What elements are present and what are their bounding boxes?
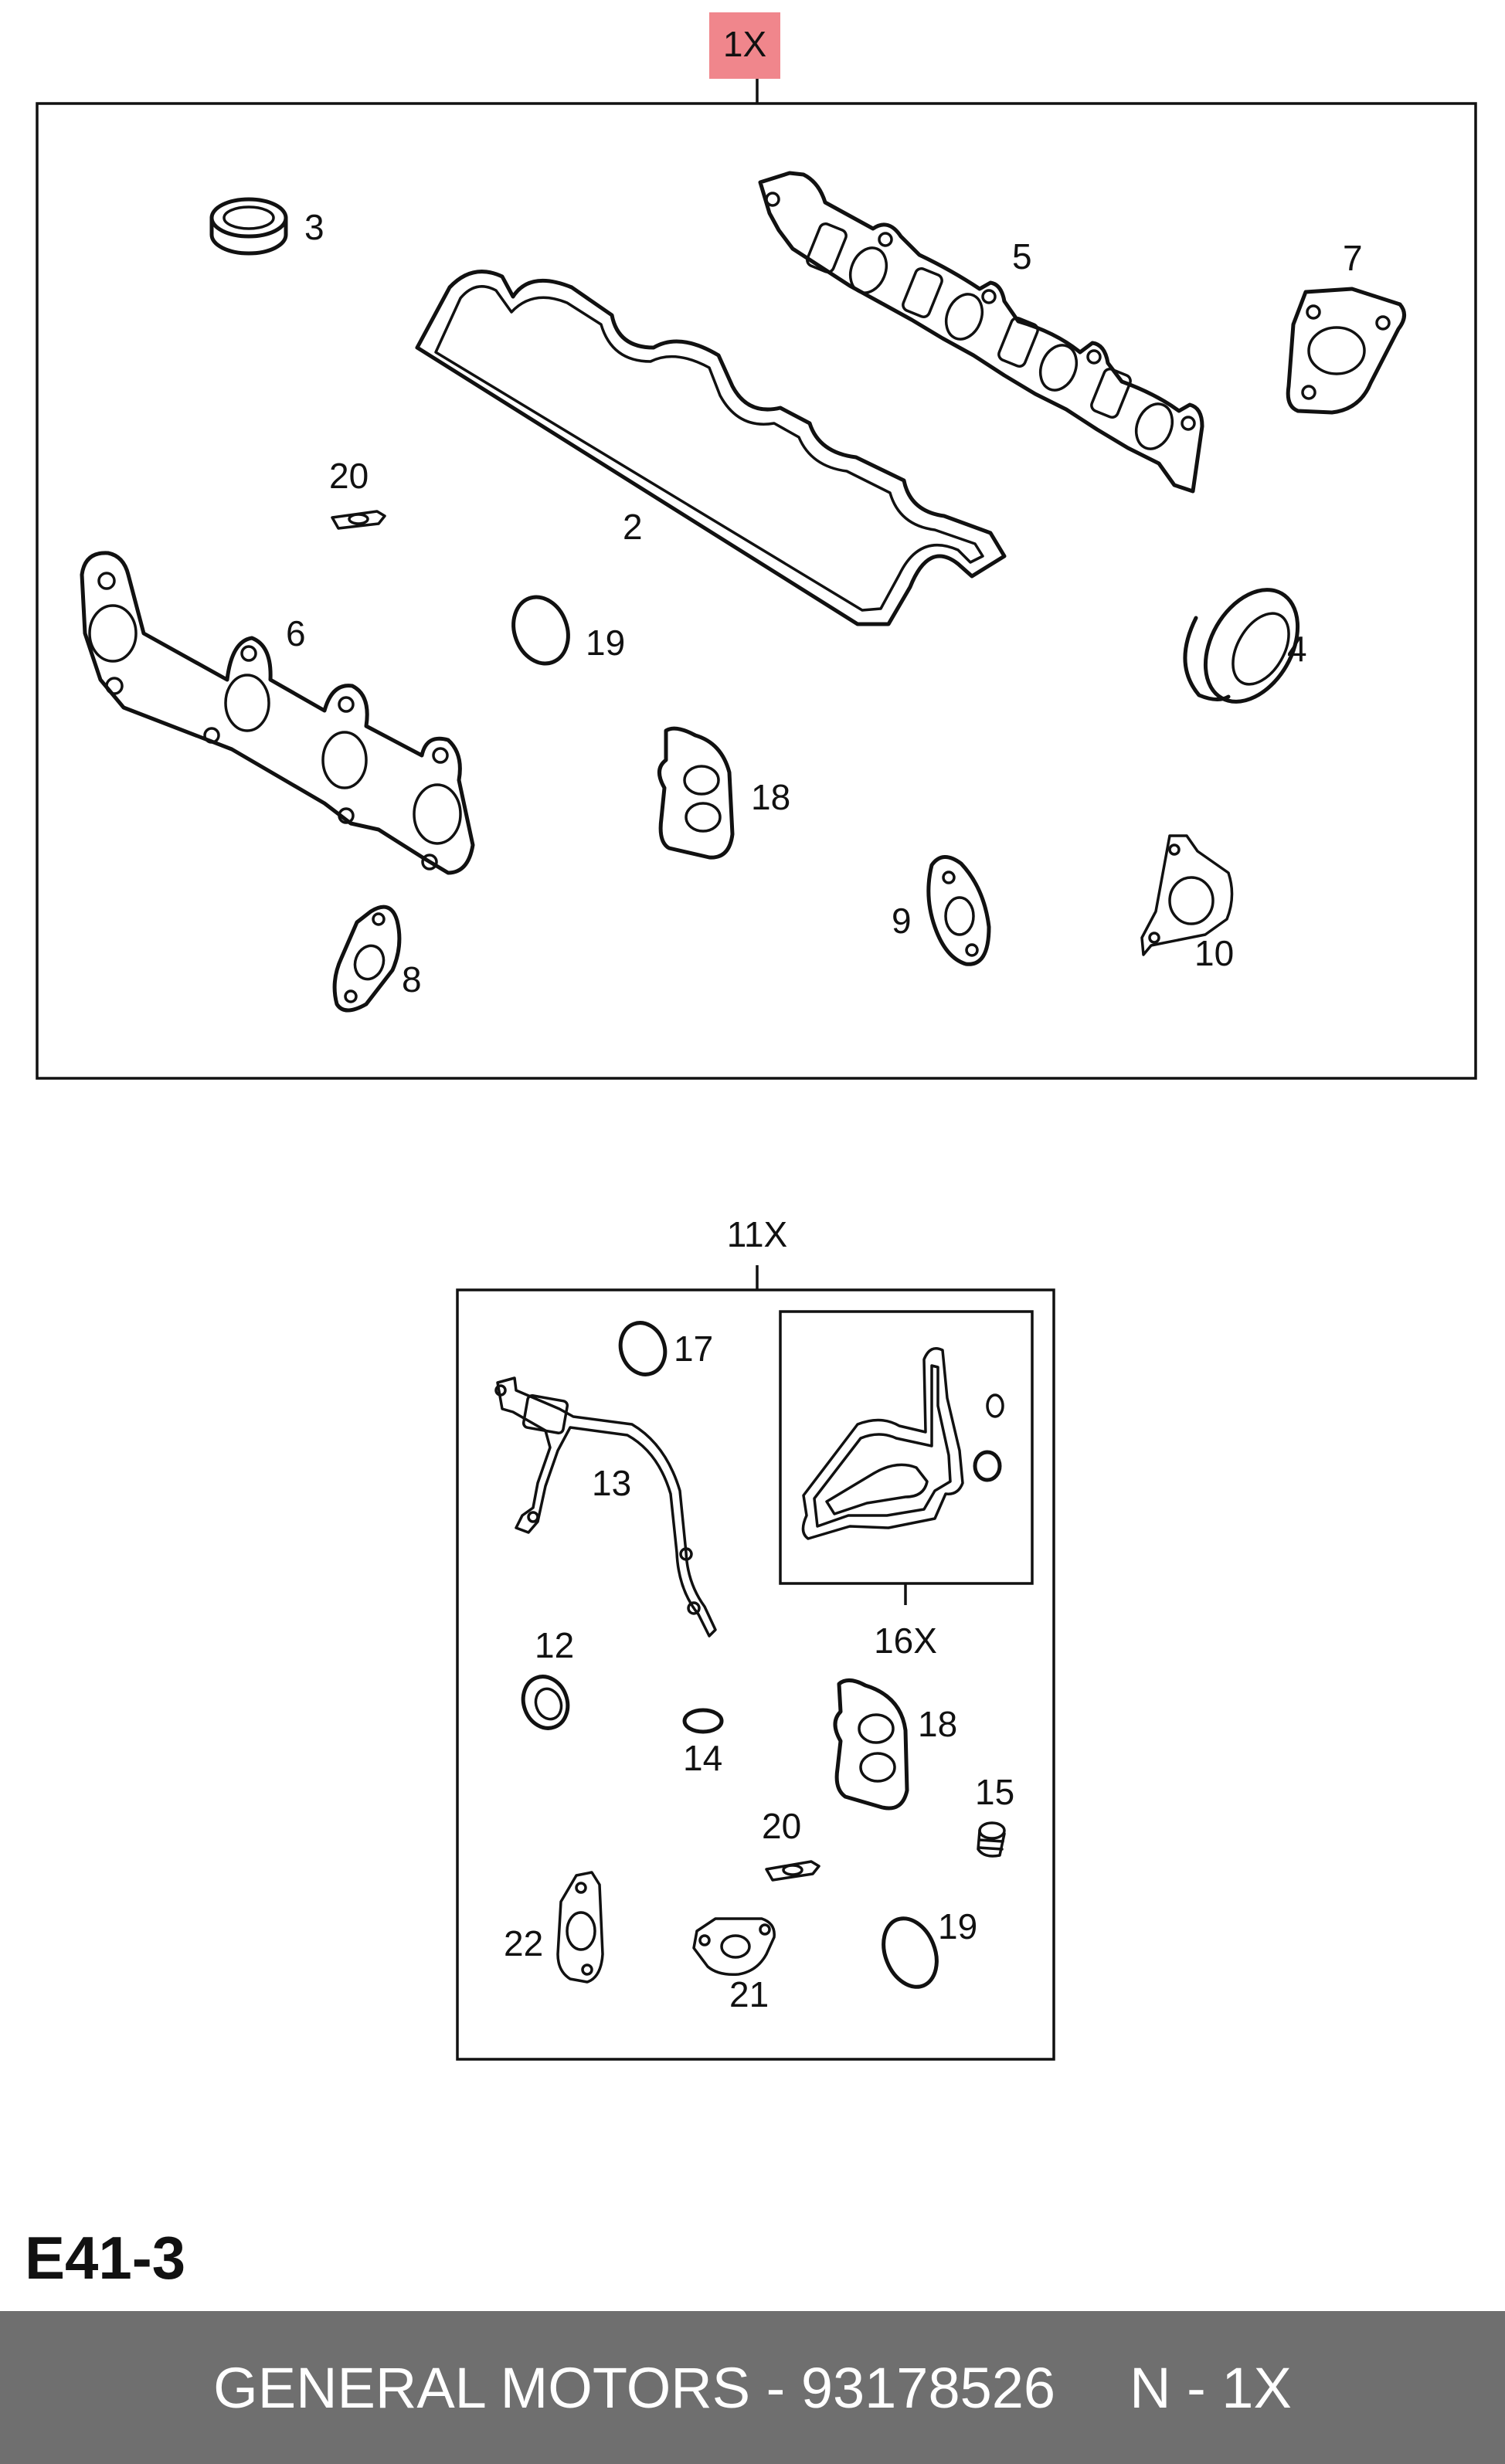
part-21-label: 21	[729, 1974, 769, 2014]
part-10-gasket	[1140, 834, 1234, 956]
part-14-label: 14	[683, 1738, 722, 1778]
part-19-label-sub: 19	[938, 1906, 977, 1946]
footer-quantity: N - 1X	[1130, 2355, 1292, 2420]
part-4-shaft-seal	[1183, 588, 1300, 704]
part-12-label: 12	[535, 1625, 574, 1665]
part-10-label: 10	[1194, 933, 1234, 973]
inner-kit-frame	[779, 1310, 1034, 1585]
sub-kit-frame	[456, 1288, 1055, 2061]
part-6-exhaust-manifold-gasket	[80, 551, 475, 875]
part-19-o-ring	[511, 595, 570, 666]
footer-bar: GENERAL MOTORS - 93178526 N - 1X	[0, 2311, 1505, 2464]
part-7-flange-gasket	[1286, 287, 1406, 415]
part-19-o-ring-sub	[882, 1916, 939, 1989]
inner-kit-label: 16X	[874, 1621, 937, 1661]
part-22-label: 22	[504, 1923, 543, 1963]
part-17-o-ring	[618, 1321, 668, 1376]
part-18-label-sub: 18	[918, 1704, 957, 1744]
part-22-gasket	[556, 1871, 604, 1984]
part-2-label: 2	[623, 507, 643, 547]
part-19-label: 19	[586, 623, 625, 663]
part-2-valve-cover-gasket	[415, 270, 1007, 626]
page-code: E41-3	[25, 2224, 186, 2292]
part-9-gasket	[926, 855, 991, 966]
part-20-small-gasket	[331, 510, 386, 530]
main-kit-label: 1X	[723, 24, 766, 64]
part-13-label: 13	[592, 1463, 631, 1503]
part-15-label: 15	[975, 1772, 1014, 1812]
part-17-label: 17	[674, 1329, 713, 1369]
part-14-ring	[682, 1708, 724, 1734]
part-4-label: 4	[1287, 629, 1307, 669]
part-18-gasket	[657, 726, 735, 860]
part-18-gasket-sub	[833, 1678, 909, 1811]
footer-part-number: GENERAL MOTORS - 93178526	[213, 2355, 1056, 2420]
part-13-timing-cover-gasket	[494, 1376, 717, 1638]
part-20-label: 20	[329, 456, 369, 496]
part-5-label: 5	[1012, 236, 1032, 277]
part-8-gasket	[332, 904, 402, 1013]
part-15-plug	[977, 1821, 1006, 1858]
part-9-label: 9	[892, 901, 912, 941]
part-3-label: 3	[304, 207, 324, 247]
main-kit-frame	[36, 102, 1477, 1080]
inner-kit-gaskets	[801, 1347, 1004, 1540]
part-5-intake-manifold-gasket	[758, 171, 1204, 494]
part-12-seal	[521, 1675, 570, 1730]
part-7-label: 7	[1343, 238, 1363, 278]
part-18-label: 18	[751, 777, 790, 817]
part-3-seal-ring	[209, 197, 288, 256]
part-21-gasket	[692, 1917, 776, 1977]
part-20-label-sub: 20	[762, 1806, 801, 1846]
sub-kit-label: 11X	[727, 1214, 787, 1254]
main-kit-badge	[709, 12, 780, 79]
part-8-label: 8	[402, 959, 422, 1000]
part-20-small-gasket-sub	[765, 1860, 820, 1882]
part-6-label: 6	[286, 613, 306, 653]
